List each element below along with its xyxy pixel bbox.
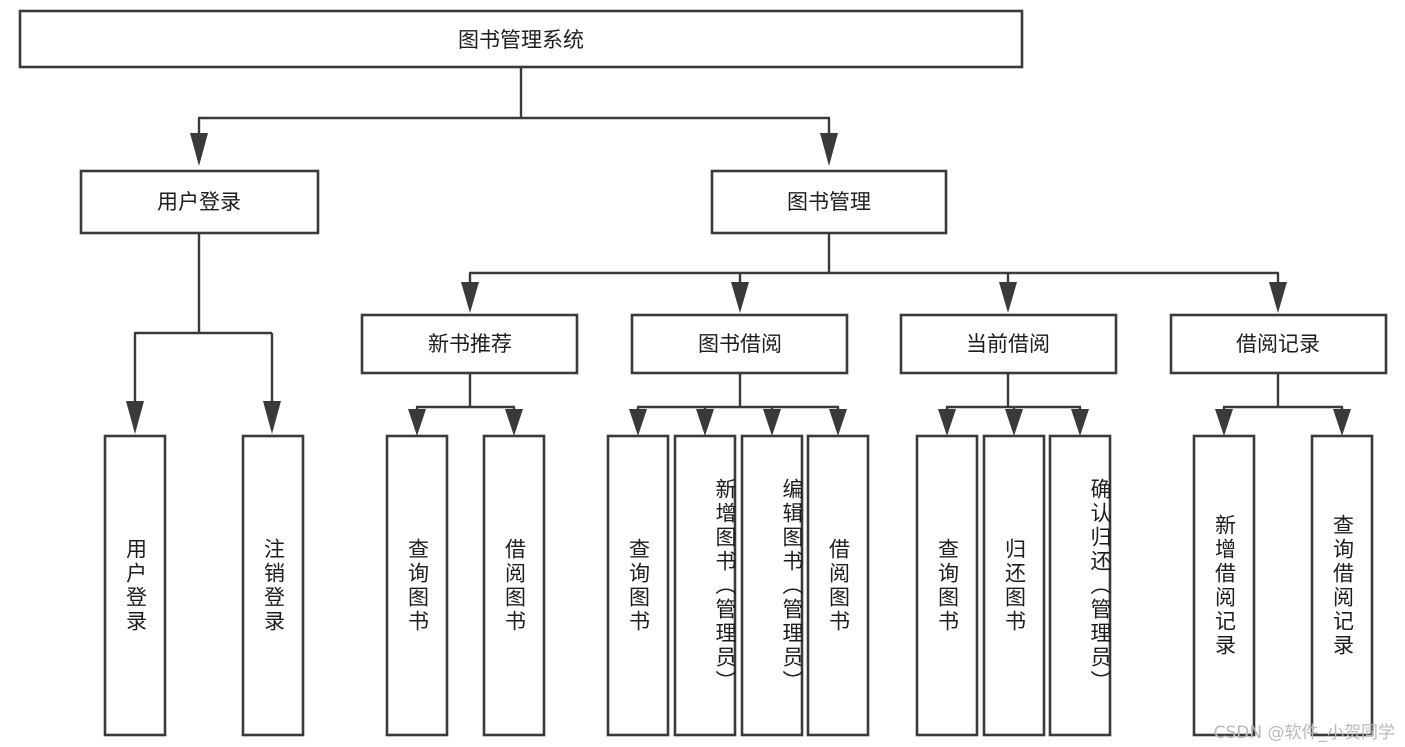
arrowhead-new-book-leaf-2 — [505, 409, 523, 436]
arrowhead-level2-2 — [731, 282, 749, 313]
node-new-book-recommend-box[interactable] — [360, 313, 579, 375]
leaf-box-user-login-2[interactable] — [241, 434, 305, 737]
leaf-box-current-borrow-3[interactable] — [1048, 434, 1112, 737]
leaf-box-current-borrow-2[interactable] — [982, 434, 1046, 737]
leaf-box-borrow-record-1[interactable] — [1192, 434, 1256, 737]
arrowhead-user-login-leaf-1 — [126, 401, 144, 434]
node-new-book-recommend-label: 新书推荐 — [428, 332, 512, 356]
leaf-box-new-book-2[interactable] — [482, 434, 546, 737]
node-borrow-record-label: 借阅记录 — [1236, 332, 1320, 356]
csdn-watermark: CSDN @软件_小贺同学 — [1213, 723, 1395, 743]
node-current-borrow-label: 当前借阅 — [966, 332, 1050, 356]
node-current-borrow-box[interactable] — [899, 313, 1118, 375]
leaf-label-current-borrow-3: 确认归还（管理员） — [1088, 477, 1112, 694]
node-book-borrow-box[interactable] — [630, 313, 849, 375]
arrowhead-book-mgmt — [820, 133, 838, 166]
arrowhead-level2-3 — [999, 282, 1017, 313]
arrowhead-current-borrow-leaf-2 — [1005, 409, 1023, 436]
arrowhead-book-borrow-leaf-1 — [629, 409, 647, 436]
leaf-label-current-borrow-1: 查询图书 — [935, 537, 960, 634]
leaf-label-new-book-1: 查询图书 — [405, 537, 430, 634]
arrowhead-borrow-record-leaf-1 — [1215, 409, 1233, 436]
arrowhead-user-login-leaf-2 — [263, 401, 281, 434]
leaf-box-new-book-1[interactable] — [385, 434, 449, 737]
arrowhead-book-borrow-leaf-4 — [829, 409, 847, 436]
leaf-label-borrow-record-2: 查询借阅记录 — [1330, 513, 1355, 658]
arrowhead-level2-1 — [461, 282, 479, 313]
node-root-box[interactable] — [18, 9, 1024, 69]
leaf-box-book-borrow-3[interactable] — [740, 434, 804, 737]
arrowhead-borrow-record-leaf-2 — [1333, 409, 1351, 436]
leaf-box-user-login-1[interactable] — [103, 434, 167, 737]
arrowhead-current-borrow-leaf-3 — [1071, 409, 1089, 436]
leaf-label-book-borrow-1: 查询图书 — [626, 537, 651, 634]
arrowhead-book-borrow-leaf-2 — [696, 409, 714, 436]
arrowhead-user-login — [190, 133, 208, 166]
node-book-mgmt-label: 图书管理 — [787, 190, 871, 214]
leaf-label-book-borrow-3: 编辑图书（管理员） — [780, 477, 804, 694]
leaf-label-book-borrow-4: 借阅图书 — [826, 537, 851, 634]
leaf-label-user-login-2: 注销登录 — [261, 537, 286, 634]
leaf-label-borrow-record-1: 新增借阅记录 — [1212, 513, 1237, 658]
leaf-label-user-login-1: 用户登录 — [123, 537, 148, 634]
leaf-label-book-borrow-2: 新增图书（管理员） — [713, 477, 737, 694]
arrowhead-new-book-leaf-1 — [408, 409, 426, 436]
arrowhead-current-borrow-leaf-1 — [938, 409, 956, 436]
node-book-borrow-label: 图书借阅 — [698, 332, 782, 356]
arrowhead-book-borrow-leaf-3 — [763, 409, 781, 436]
node-user-login-label: 用户登录 — [157, 190, 241, 214]
leaf-label-current-borrow-2: 归还图书 — [1002, 537, 1027, 634]
leaf-box-borrow-record-2[interactable] — [1310, 434, 1374, 737]
leaf-box-book-borrow-4[interactable] — [806, 434, 870, 737]
leaf-box-book-borrow-2[interactable] — [673, 434, 737, 737]
node-root-label: 图书管理系统 — [458, 28, 584, 52]
arrowhead-level2-4 — [1269, 282, 1287, 313]
leaf-box-book-borrow-1[interactable] — [606, 434, 670, 737]
leaf-label-new-book-2: 借阅图书 — [502, 537, 527, 634]
leaf-box-current-borrow-1[interactable] — [915, 434, 979, 737]
